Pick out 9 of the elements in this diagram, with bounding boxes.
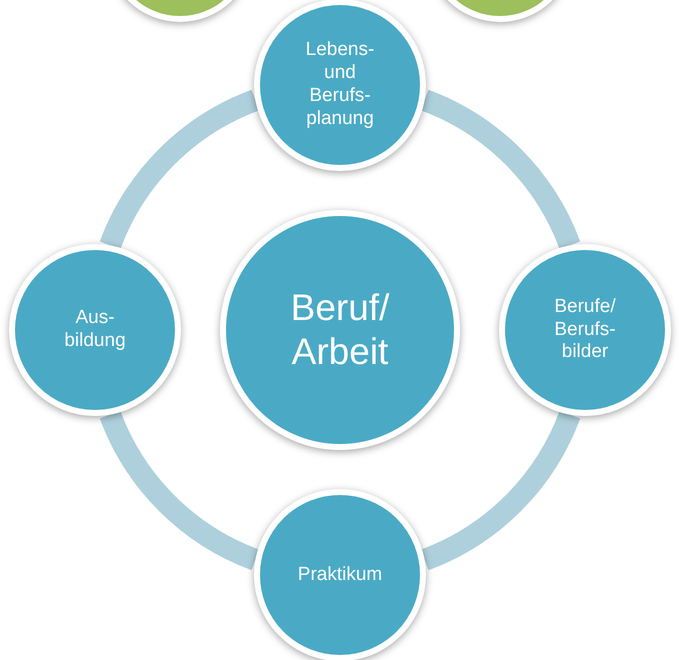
node-label: Beruf/ Arbeit bbox=[290, 286, 390, 374]
node-label: Lebens- und Berufs- planung bbox=[304, 39, 376, 131]
node-label: Praktikum bbox=[296, 564, 384, 586]
ring-connector bbox=[100, 90, 260, 250]
node-label: Aus- bildung bbox=[63, 307, 127, 353]
ring-connector bbox=[420, 90, 580, 250]
node-label: Berufe/ Berufs- bilder bbox=[553, 296, 617, 364]
ring-connector bbox=[100, 410, 260, 570]
ring-connector bbox=[420, 410, 580, 570]
